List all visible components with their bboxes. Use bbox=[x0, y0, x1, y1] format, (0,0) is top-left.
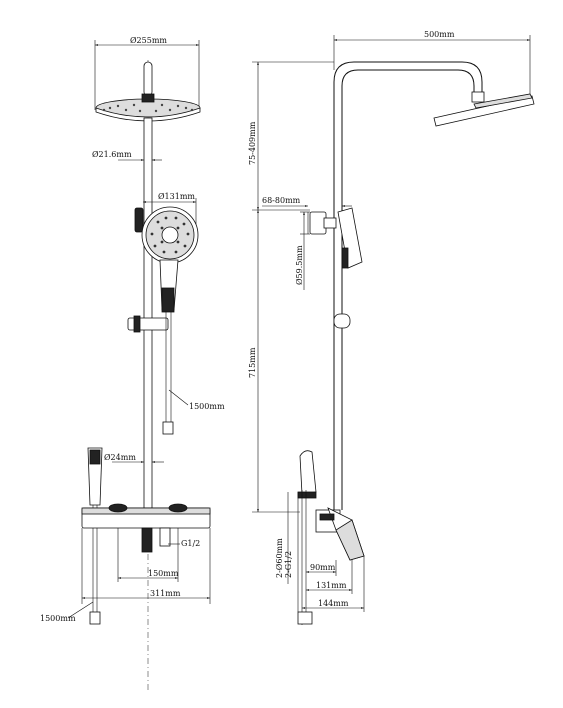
label-holder-diameter: Ø59.5mm bbox=[295, 245, 304, 285]
dim-hose-bidet: 1500mm bbox=[40, 601, 94, 623]
label-lower-pipe-diameter: Ø24mm bbox=[104, 453, 136, 462]
label-head-diameter: Ø255mm bbox=[130, 36, 167, 45]
label-center-distance: 150mm bbox=[148, 569, 179, 578]
main-pipe bbox=[143, 117, 153, 509]
bidet-sprayer bbox=[87, 447, 103, 625]
front-view: Ø255mm Ø21.6mm Ø131 bbox=[40, 36, 225, 690]
side-hose-end bbox=[297, 611, 313, 625]
label-depth-c: 144mm bbox=[318, 599, 349, 608]
label-depth-a: 90mm bbox=[310, 563, 336, 572]
arm-pipe-outer bbox=[333, 61, 483, 510]
arm-pipe-inner bbox=[341, 69, 475, 510]
label-hose-front: 1500mm bbox=[189, 402, 225, 411]
label-arm-length: 500mm bbox=[424, 30, 455, 39]
dim-mixer-width: 311mm bbox=[81, 528, 211, 604]
side-mixer bbox=[315, 507, 365, 561]
label-height-adjust: 75-409mm bbox=[248, 121, 257, 165]
arm-joint bbox=[471, 91, 485, 103]
label-escutcheon: 2-Ø60mm bbox=[275, 538, 284, 578]
label-inlet-thread: 2-G1/2 bbox=[284, 551, 293, 578]
hand-shower: Ø131mm bbox=[134, 192, 199, 313]
dim-depth-a: 90mm bbox=[306, 560, 337, 576]
label-mixer-width: 311mm bbox=[150, 589, 181, 598]
side-shower-head bbox=[433, 93, 535, 127]
dim-thread: G1/2 bbox=[168, 539, 200, 548]
label-rail-height: 715mm bbox=[248, 347, 257, 378]
dim-pipe-diameter: Ø21.6mm bbox=[92, 150, 162, 161]
dim-depth-c: 144mm bbox=[302, 556, 365, 612]
top-pipe bbox=[143, 61, 153, 97]
label-hand-shower-diameter: Ø131mm bbox=[158, 192, 195, 201]
hose: 1500mm bbox=[162, 312, 225, 435]
label-hose-bidet: 1500mm bbox=[40, 614, 76, 623]
label-pipe-diameter: Ø21.6mm bbox=[92, 150, 132, 159]
dim-wall-offset: 68-80mm bbox=[262, 196, 352, 207]
slider-knob bbox=[133, 315, 141, 333]
dim-arm-length: 500mm bbox=[333, 30, 531, 100]
label-thread: G1/2 bbox=[181, 539, 200, 548]
side-holder: Ø59.5mm bbox=[295, 211, 337, 290]
dim-lower-pipe: Ø24mm bbox=[104, 453, 164, 463]
label-wall-offset: 68-80mm bbox=[262, 196, 301, 205]
dim-head-diameter: Ø255mm bbox=[94, 36, 200, 110]
side-hand-shower bbox=[333, 207, 363, 329]
dim-depth-b: 131mm bbox=[306, 560, 353, 594]
side-view: 500mm 75-409mm 715mm 68-80mm bbox=[248, 30, 535, 625]
side-bidet-sprayer bbox=[297, 450, 317, 499]
mixer-body bbox=[81, 503, 211, 553]
label-depth-b: 131mm bbox=[316, 581, 347, 590]
dim-center-distance: 150mm bbox=[117, 528, 179, 582]
shower-head bbox=[95, 93, 201, 122]
